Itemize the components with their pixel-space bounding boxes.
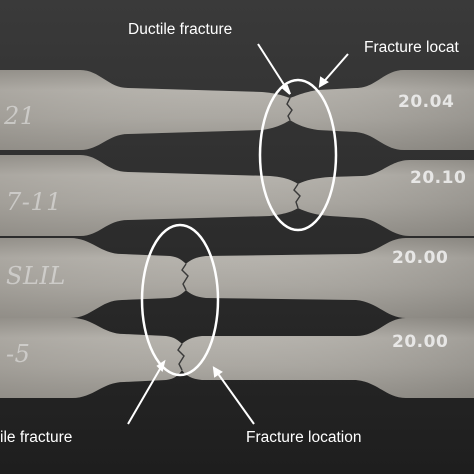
fracture-location-label-top: Fracture locat — [364, 39, 459, 56]
specimen-4 — [0, 318, 474, 398]
specimen-1-right-marking: 20.04 — [398, 92, 455, 112]
fracture-ellipse-upper — [258, 78, 338, 232]
ductile-fracture-label-bottom: ile fracture — [0, 429, 73, 446]
specimen-3-left-marking: SLIL — [6, 262, 66, 290]
specimen-2 — [0, 155, 474, 236]
specimen-3 — [0, 238, 474, 318]
arrow-ductile-bottom — [127, 361, 165, 425]
arrow-location-top-head — [318, 76, 329, 88]
specimen-3-right-marking: 20.00 — [392, 248, 449, 268]
specimen-2-right-marking: 20.10 — [410, 168, 467, 188]
arrow-location-bottom — [213, 367, 255, 425]
specimen-1-left-marking: 21 — [4, 102, 36, 130]
specimen-1 — [0, 70, 474, 150]
specimen-4-right-marking: 20.00 — [392, 332, 449, 352]
fracture-ellipse-lower — [140, 223, 220, 377]
specimen-4-left-marking: -5 — [6, 340, 31, 368]
arrow-ductile-top-head — [281, 84, 291, 95]
annotation-arrows — [127, 43, 349, 425]
fracture-location-label-bottom: Fracture location — [246, 429, 362, 446]
arrow-location-bottom-head — [212, 366, 223, 378]
specimen-2-left-marking: 7-11 — [6, 188, 62, 216]
arrow-ductile-top — [257, 43, 291, 95]
arrow-ductile-bottom-head — [156, 359, 166, 372]
ductile-fracture-label-top: Ductile fracture — [128, 21, 233, 38]
